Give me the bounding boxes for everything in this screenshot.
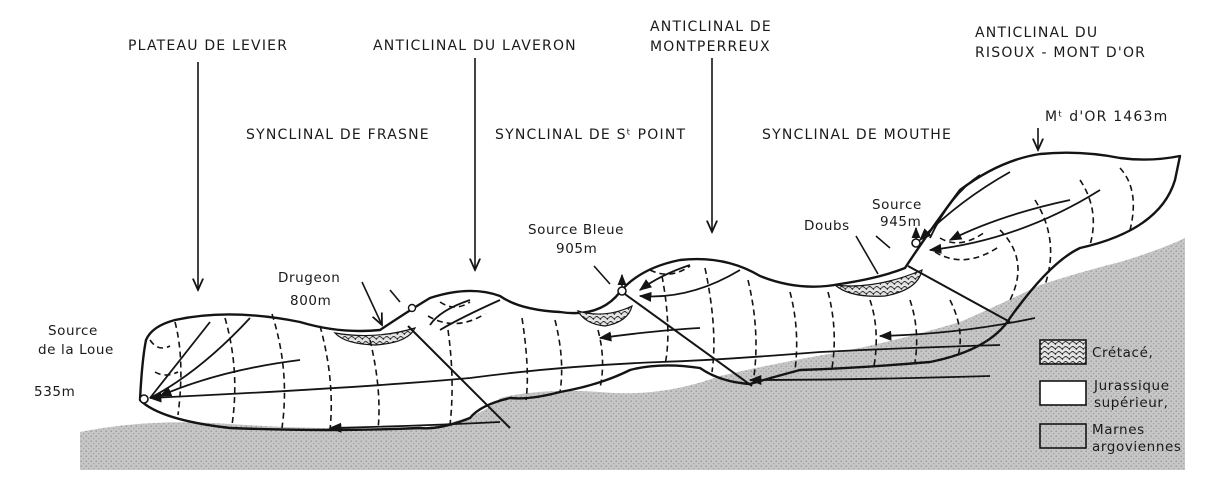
leader-source-bleue	[594, 266, 610, 284]
label-drugeon-1: Drugeon	[278, 270, 340, 286]
legend-label-jurassique-2: supérieur,	[1094, 395, 1168, 411]
spring-source-bleue-marker	[618, 287, 626, 295]
fault-line-1	[408, 326, 510, 428]
label-source-loue-3: 535m	[34, 384, 75, 400]
leader-source-945	[876, 236, 890, 248]
spring-loue-marker	[140, 395, 148, 403]
label-source-945-1: Source	[872, 197, 922, 213]
label-source-loue-1: Source	[48, 323, 98, 339]
label-anticlinal-montperreux-2: MONTPERREUX	[650, 39, 771, 55]
flow-line-8	[150, 318, 250, 398]
leader-drugeon-tick	[390, 290, 400, 302]
legend-label-cretace: Crétacé,	[1092, 345, 1153, 361]
flow-line-14	[930, 175, 980, 238]
spring-945-marker	[912, 239, 920, 247]
label-mt-dor: Mᵗ d'OR 1463m	[1045, 109, 1168, 125]
fault-line-2	[622, 292, 752, 386]
legend-swatch-marnes	[1040, 424, 1086, 448]
legend-swatch-cretace	[1040, 340, 1086, 364]
flow-line-11	[950, 200, 1070, 240]
label-source-bleue-2: 905m	[556, 241, 597, 257]
label-anticlinal-montperreux-1: ANTICLINAL DE	[650, 19, 772, 35]
label-anticlinal-risoux-2: RISOUX - MONT D'OR	[975, 45, 1146, 61]
label-plateau-levier: PLATEAU DE LEVIER	[128, 38, 288, 54]
label-source-945-2: 945m	[880, 214, 921, 230]
fault-line-3	[908, 266, 1010, 322]
flow-line-9	[640, 265, 690, 290]
spring-drugeon-marker	[409, 305, 416, 312]
label-source-loue-2: de la Loue	[38, 342, 114, 358]
marl-base-layer	[80, 238, 1185, 470]
leader-doubs	[856, 236, 878, 274]
legend-swatch-jurassique	[1040, 381, 1086, 405]
legend-label-jurassique-1: Jurassique	[1093, 378, 1170, 394]
flow-line-16	[440, 300, 500, 330]
legend-label-marnes-2: argoviennes	[1092, 439, 1182, 455]
label-drugeon-2: 800m	[290, 293, 331, 309]
label-doubs: Doubs	[804, 218, 850, 234]
label-anticlinal-laveron: ANTICLINAL DU LAVERON	[373, 38, 577, 54]
flow-line-15	[430, 300, 470, 325]
leader-drugeon	[362, 282, 382, 325]
label-synclinal-frasne: SYNCLINAL DE FRASNE	[246, 127, 430, 143]
label-source-bleue-1: Source Bleue	[528, 222, 624, 238]
cretaceous-st-point	[578, 306, 632, 326]
label-synclinal-st-point: SYNCLINAL DE Sᵗ POINT	[495, 127, 686, 143]
label-anticlinal-risoux-1: ANTICLINAL DU	[975, 25, 1098, 41]
flow-line-13	[930, 190, 1100, 250]
legend-label-marnes-1: Marnes	[1092, 422, 1145, 438]
flow-line-10	[640, 270, 740, 296]
label-synclinal-mouthe: SYNCLINAL DE MOUTHE	[762, 127, 952, 143]
